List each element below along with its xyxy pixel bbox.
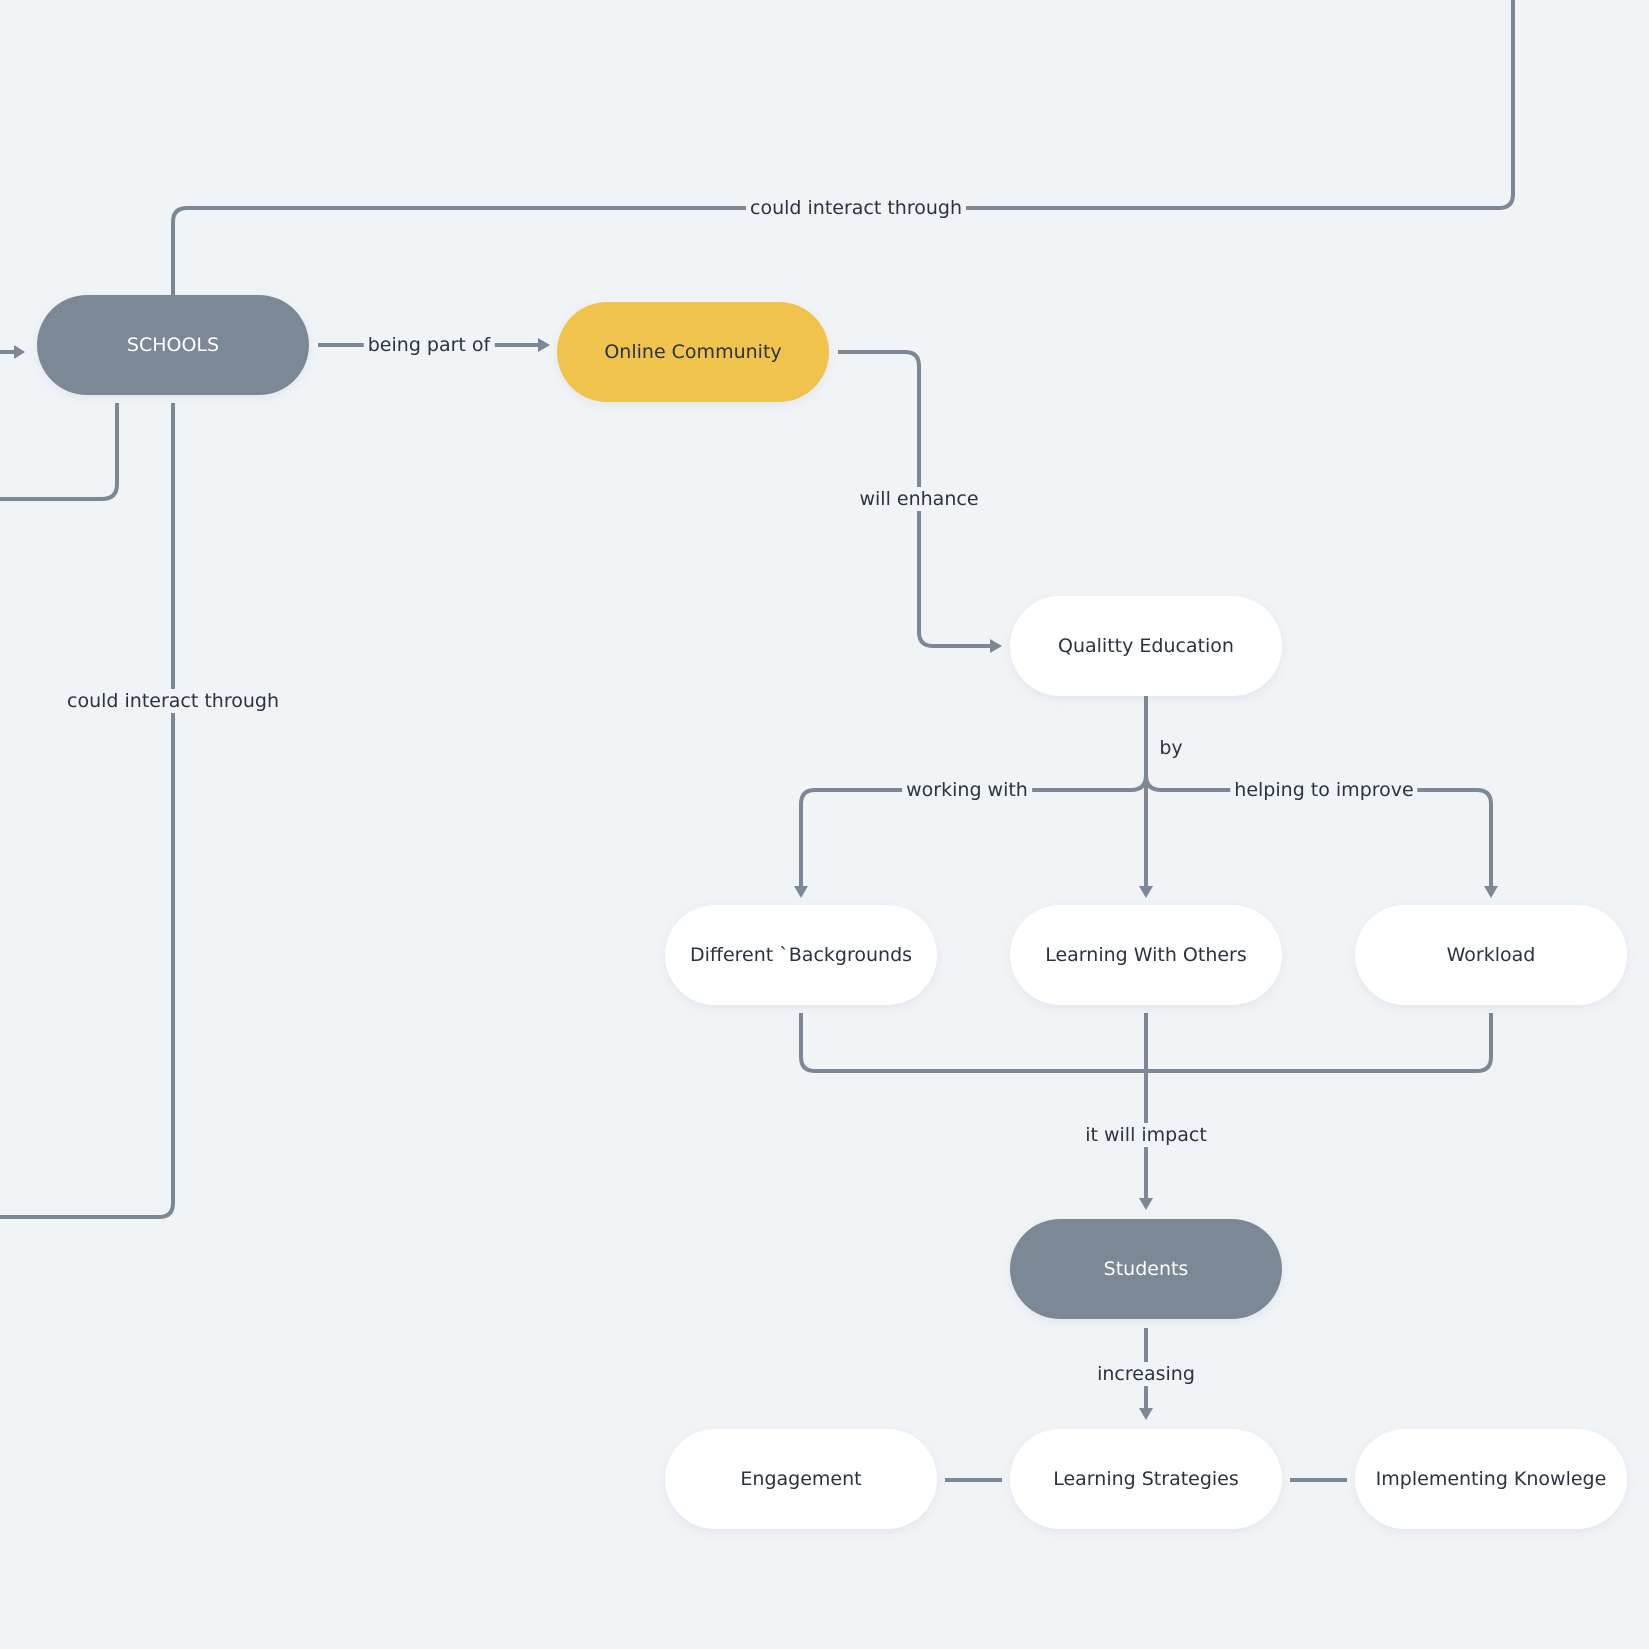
by-arrowhead bbox=[1139, 886, 1153, 898]
node-different-backgrounds[interactable]: Different `Backgrounds bbox=[665, 905, 937, 1005]
helping-to-improve-arrowhead bbox=[1484, 886, 1498, 898]
node-schools[interactable]: SCHOOLS bbox=[37, 295, 309, 395]
label-could-interact-through-left: could interact through bbox=[63, 689, 283, 713]
node-quality-education[interactable]: Qualitty Education bbox=[1010, 596, 1282, 696]
working-with-connector bbox=[799, 774, 1148, 886]
node-implementing-knowlege[interactable]: Implementing Knowlege bbox=[1355, 1429, 1627, 1529]
label-working-with: working with bbox=[902, 778, 1032, 802]
node-learning-strategies[interactable]: Learning Strategies bbox=[1010, 1429, 1282, 1529]
working-with-arrowhead bbox=[794, 886, 808, 898]
increasing-arrowhead bbox=[1139, 1408, 1153, 1420]
label-helping-to-improve: helping to improve bbox=[1230, 778, 1418, 802]
node-workload[interactable]: Workload bbox=[1355, 905, 1627, 1005]
being-part-of-arrowhead bbox=[538, 338, 550, 352]
label-increasing: increasing bbox=[1093, 1362, 1199, 1386]
schools-left-connector bbox=[0, 403, 119, 501]
incoming-schools-arrowhead bbox=[14, 345, 25, 359]
it-will-impact-arrowhead bbox=[1139, 1198, 1153, 1210]
label-will-enhance: will enhance bbox=[855, 487, 983, 511]
will-enhance-arrowhead bbox=[990, 639, 1002, 653]
node-engagement[interactable]: Engagement bbox=[665, 1429, 937, 1529]
label-it-will-impact: it will impact bbox=[1081, 1123, 1211, 1147]
node-learning-with-others[interactable]: Learning With Others bbox=[1010, 905, 1282, 1005]
node-students[interactable]: Students bbox=[1010, 1219, 1282, 1319]
label-could-interact-through-top: could interact through bbox=[746, 196, 966, 220]
node-online-community[interactable]: Online Community bbox=[557, 302, 829, 402]
schools-top-connector bbox=[171, 0, 1515, 295]
label-being-part-of: being part of bbox=[363, 333, 495, 357]
helping-to-improve-connector bbox=[1144, 774, 1493, 886]
label-by: by bbox=[1155, 736, 1187, 760]
schools-down-connector bbox=[0, 403, 175, 1219]
